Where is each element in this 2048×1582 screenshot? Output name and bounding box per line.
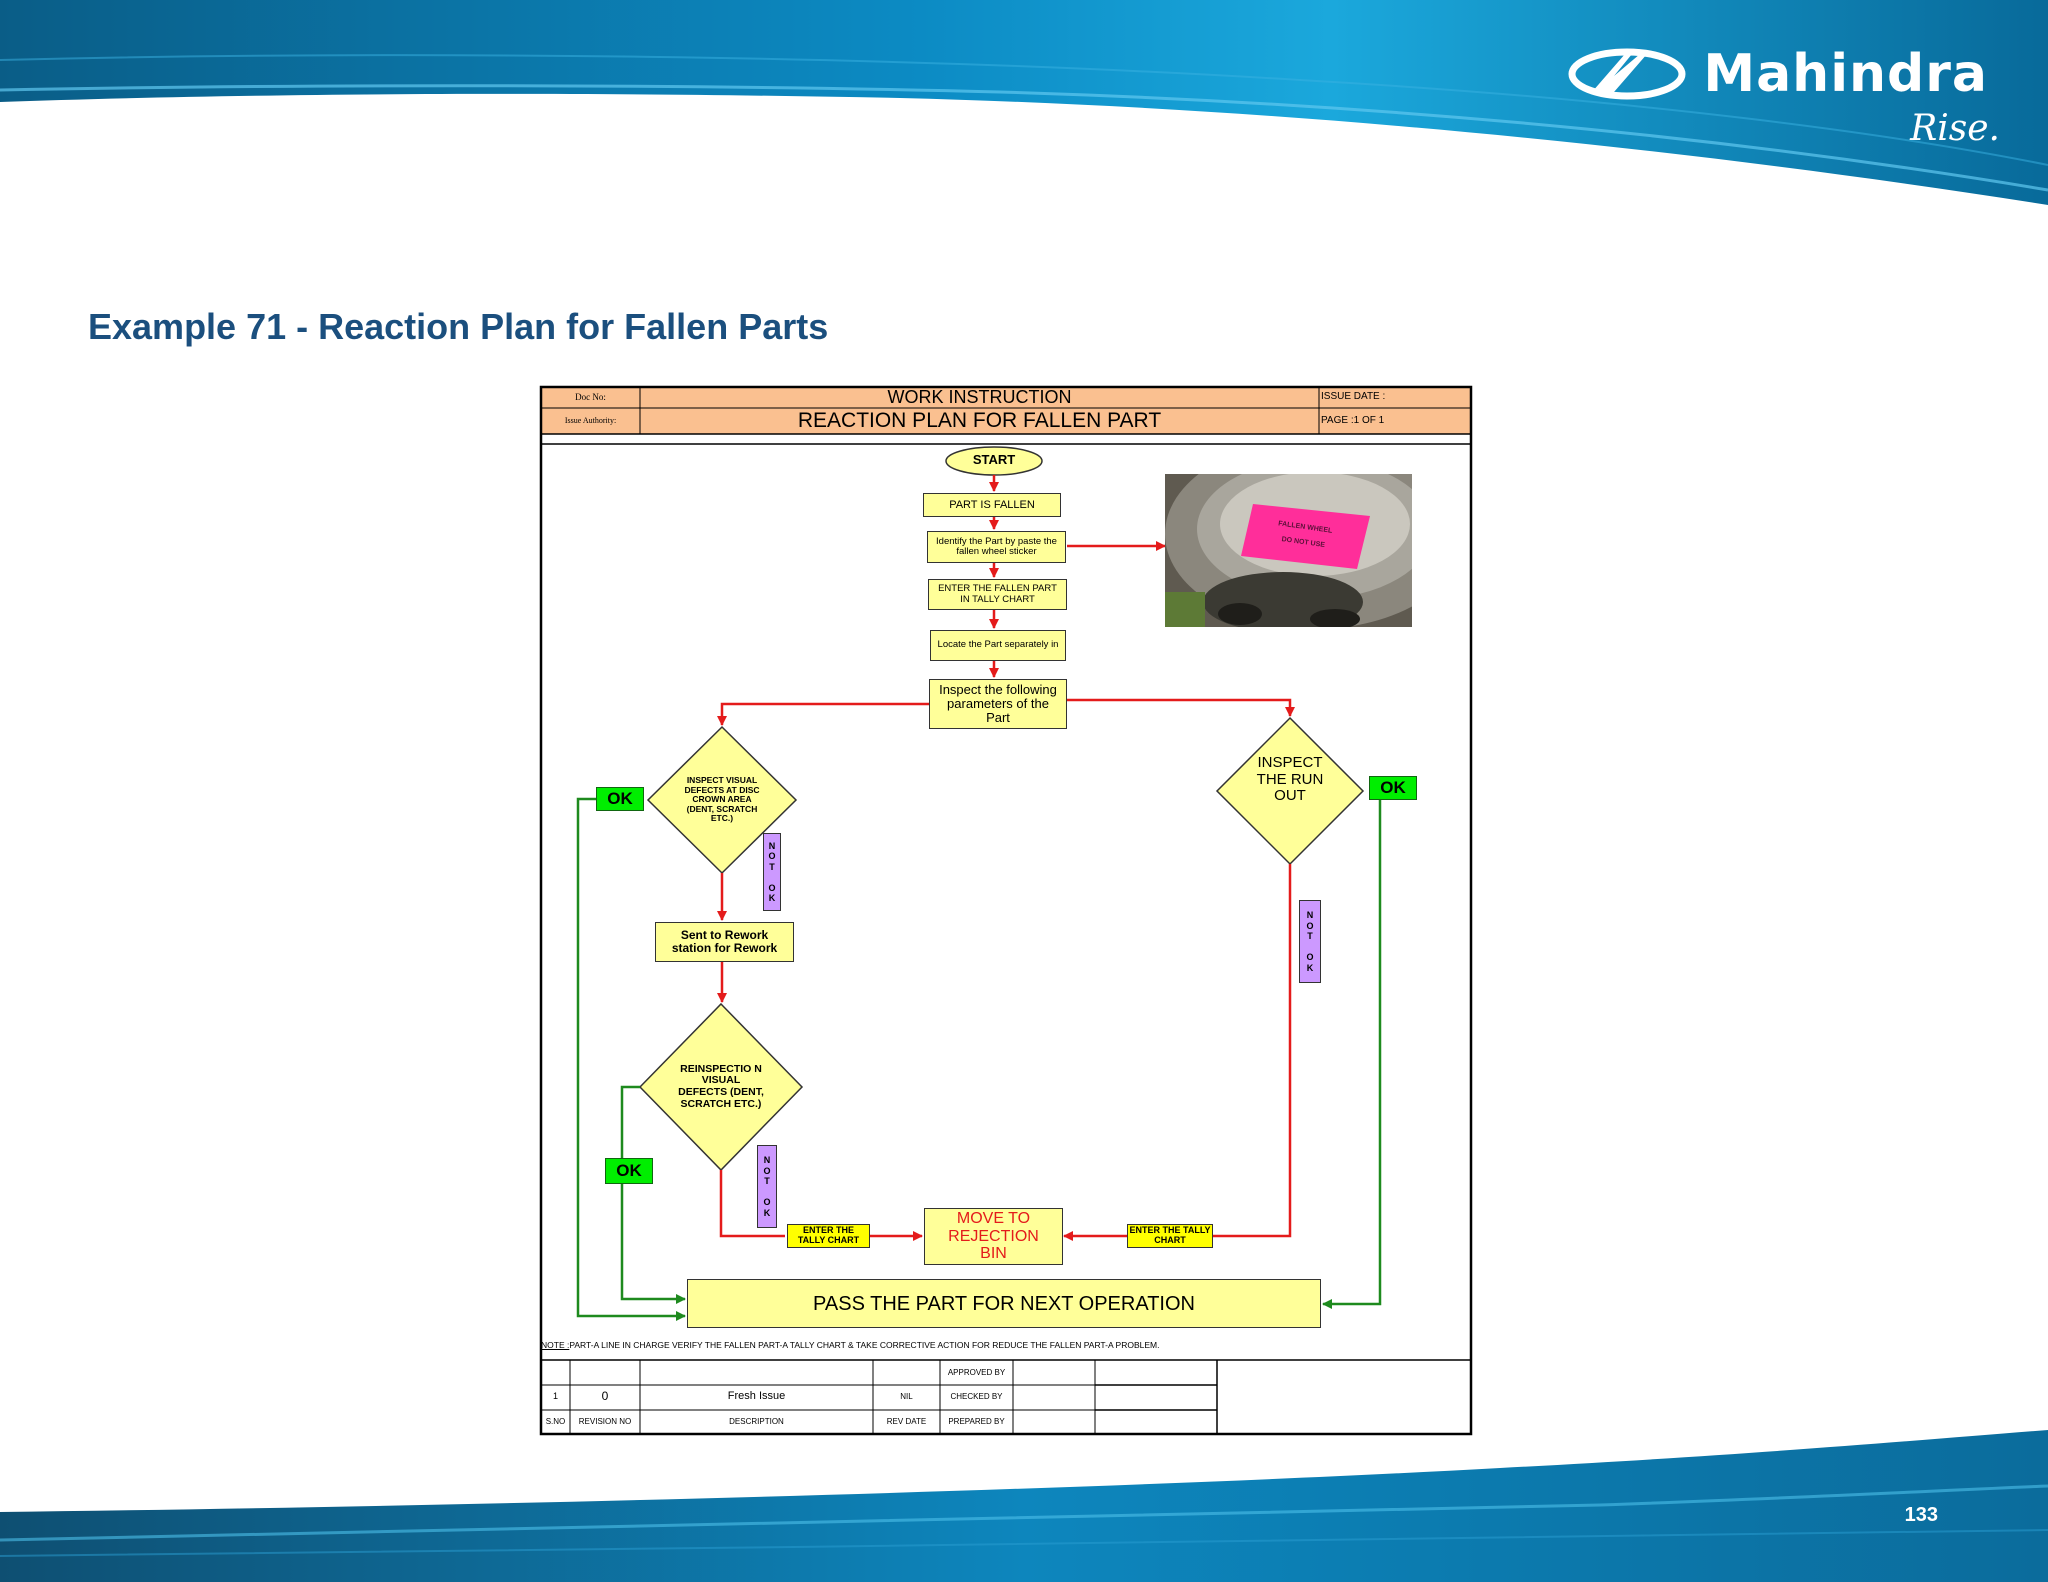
note-body: PART-A LINE IN CHARGE VERIFY THE FALLEN …: [569, 1340, 1160, 1350]
header-rev-date: REV DATE: [886, 1417, 927, 1426]
green-connectors: [576, 788, 1382, 1321]
doc-no-label: Doc No:: [575, 392, 606, 402]
brand-tagline: Rise.: [1910, 108, 2000, 149]
red-connectors: [717, 475, 1295, 1241]
ok-label-reinspection: OK: [605, 1158, 653, 1184]
ok-label-right: OK: [1369, 776, 1417, 800]
row-sno: 1: [552, 1391, 558, 1401]
page-title: Example 71 - Reaction Plan for Fallen Pa…: [88, 306, 829, 347]
tally-left-box: ENTER THE TALLY CHART: [787, 1224, 870, 1248]
issue-date-label: ISSUE DATE :: [1321, 391, 1386, 402]
page-label: PAGE :1 OF 1: [1321, 415, 1385, 426]
decision-left-text: INSPECT VISUAL DEFECTS AT DISC CROWN ARE…: [684, 775, 760, 824]
decision-right-text: INSPECT THE RUN OUT: [1256, 753, 1324, 805]
fallen-wheel-photo: FALLEN WHEEL DO NOT USE: [1165, 474, 1412, 627]
reinspection-text: REINSPECTIO N VISUAL DEFECTS (DENT, SCRA…: [678, 1062, 764, 1110]
approved-by-label: APPROVED BY: [947, 1368, 1006, 1377]
brand-name: Mahindra: [1703, 44, 1988, 104]
reaction-plan-title: REACTION PLAN FOR FALLEN PART: [797, 409, 1162, 432]
tally-right-box: ENTER THE TALLY CHART: [1127, 1224, 1213, 1248]
part-fallen-box: PART IS FALLEN: [923, 493, 1061, 517]
header-description: DESCRIPTION: [729, 1417, 784, 1426]
wheel-image-icon: FALLEN WHEEL DO NOT USE: [1165, 474, 1412, 627]
row-description: Fresh Issue: [727, 1390, 786, 1402]
issue-authority-label: Issue Authority:: [564, 416, 617, 425]
inspect-parameters-box: Inspect the following parameters of the …: [929, 679, 1067, 729]
row-revision-no: 0: [601, 1389, 609, 1403]
note-prefix: NOTE :: [541, 1340, 570, 1350]
start-label: START: [972, 452, 1016, 467]
rework-box: Sent to Rework station for Rework: [655, 922, 794, 962]
header-revision-no: REVISION NO: [578, 1417, 632, 1426]
page-number: 133: [1904, 1504, 1938, 1526]
rejection-bin-box: MOVE TO REJECTION BIN: [924, 1208, 1063, 1265]
work-instruction-title: WORK INSTRUCTION: [887, 387, 1072, 407]
header-sno: S.NO: [545, 1417, 566, 1426]
checked-by-label: CHECKED BY: [950, 1392, 1003, 1401]
enter-tally-box: ENTER THE FALLEN PART IN TALLY CHART: [928, 579, 1067, 610]
mahindra-logo-icon: [1568, 48, 1686, 100]
footer-band: [0, 1430, 2048, 1582]
identify-part-box: Identify the Part by paste the fallen wh…: [927, 531, 1066, 563]
prepared-by-label: PREPARED BY: [948, 1417, 1005, 1426]
ok-label-left: OK: [596, 787, 644, 811]
document-frame: [539, 385, 1473, 1436]
note-text: NOTE :PART-A LINE IN CHARGE VERIFY THE F…: [541, 1340, 1159, 1350]
row-rev-date: NIL: [900, 1392, 913, 1401]
pass-part-box: PASS THE PART FOR NEXT OPERATION: [687, 1279, 1321, 1328]
locate-part-box: Locate the Part separately in: [930, 630, 1066, 661]
header-band: [0, 0, 2048, 205]
